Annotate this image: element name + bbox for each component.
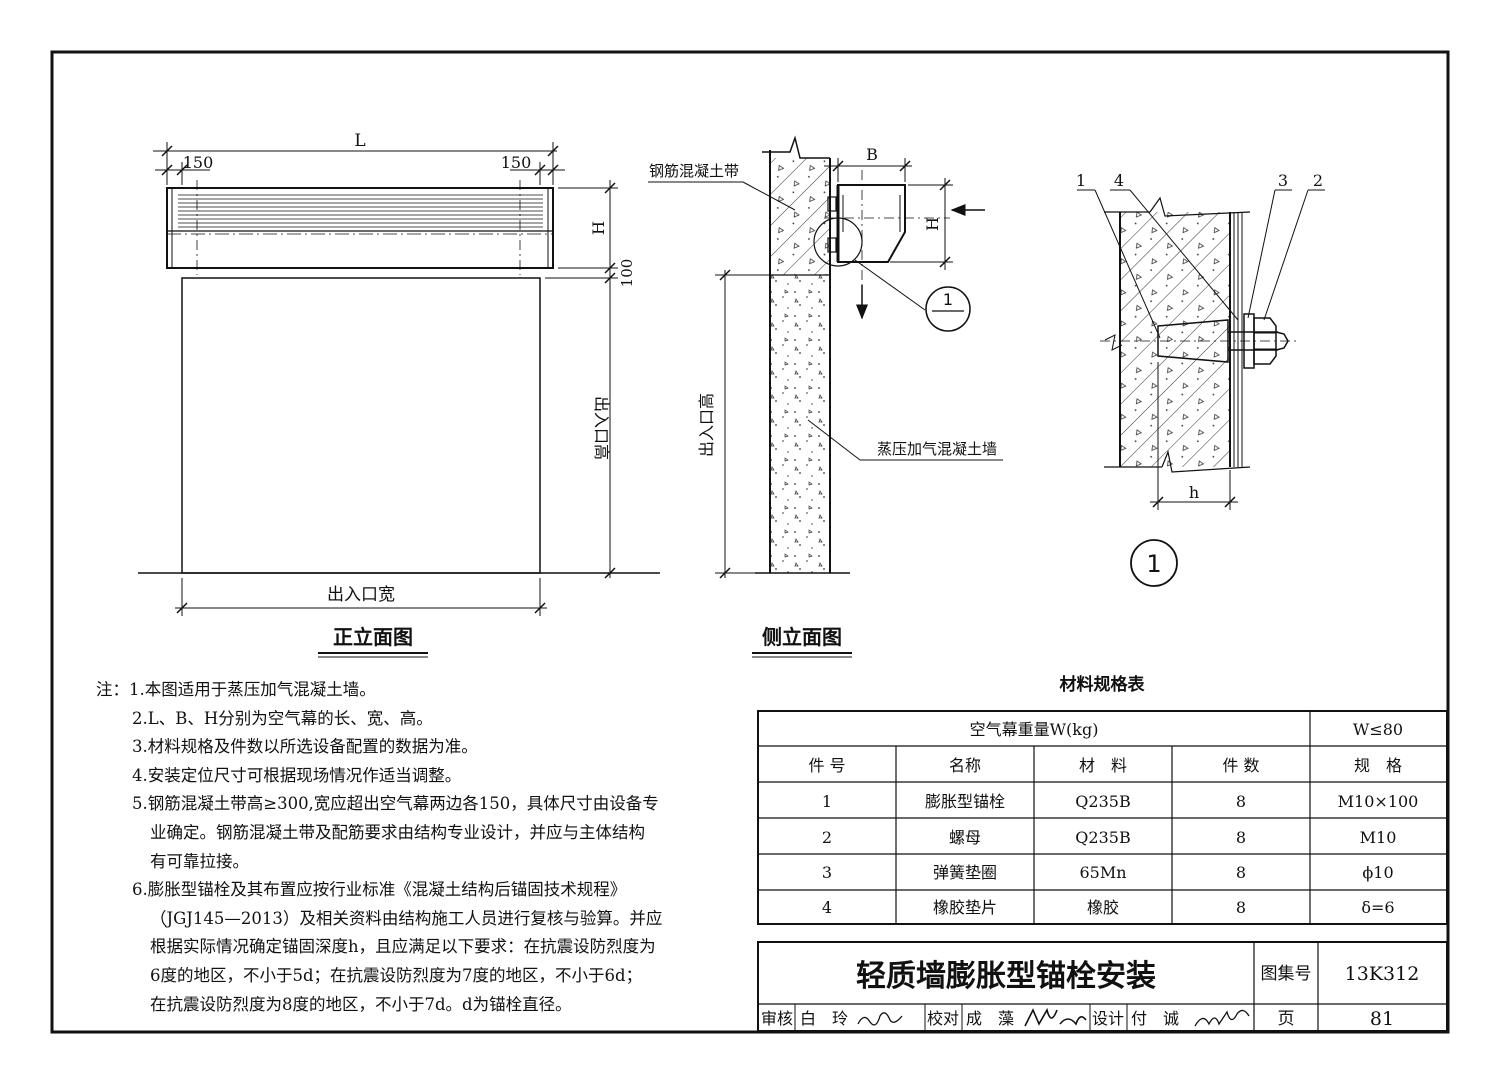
note-line: 业确定。钢筋混凝土带及配筋要求由结构专业设计，并应与主体结构 xyxy=(150,822,645,842)
table-cell: 8 xyxy=(1236,863,1246,882)
note-line: 注：1.本图适用于蒸压加气混凝土墙。 xyxy=(96,680,376,699)
design-name: 付 诚 xyxy=(1131,1009,1179,1028)
atlas-label: 图集号 xyxy=(1261,964,1312,984)
material-table-title: 材料规格表 xyxy=(1060,674,1146,695)
side-dim-H: H xyxy=(923,217,942,231)
table-cell: δ=6 xyxy=(1361,898,1394,917)
note-line: 2.L、B、H分别为空气幕的长、宽、高。 xyxy=(132,708,433,728)
weight-value: W≤80 xyxy=(1353,720,1403,739)
table-cell: Q235B xyxy=(1075,792,1130,811)
note-line: （JGJ145—2013）及相关资料由结构施工人员进行复核与验算。并应 xyxy=(150,908,663,928)
expansion-anchor xyxy=(1157,319,1229,363)
weight-label: 空气幕重量W(kg) xyxy=(970,720,1099,739)
label-rc-band: 钢筋混凝土带 xyxy=(649,162,739,180)
table-cell: Q235B xyxy=(1075,828,1130,847)
dim-width-label: 出入口宽 xyxy=(327,585,395,605)
note-line: 5.钢筋混凝土带高≥300,宽应超出空气幕两边各150，具体尺寸由设备专 xyxy=(132,794,659,814)
table-cell: M10 xyxy=(1360,828,1397,847)
dim-150-right: 150 xyxy=(501,153,532,172)
dim-L-label: L xyxy=(354,131,365,151)
note-line: 根据实际情况确定锚固深度h，且应满足以下要求：在抗震设防烈度为 xyxy=(150,937,656,957)
notes-block: 注：1.本图适用于蒸压加气混凝土墙。 2.L、B、H分别为空气幕的长、宽、高。 … xyxy=(96,676,696,1019)
door-opening xyxy=(181,277,541,574)
side-callout-number: 1 xyxy=(943,290,953,309)
detail-callout-circle xyxy=(813,217,863,267)
page-value: 81 xyxy=(1370,1008,1394,1030)
table-cell: 1 xyxy=(822,792,832,811)
dim-150-left: 150 xyxy=(183,153,214,172)
air-curtain-grille xyxy=(178,194,543,228)
header-quantity: 件 数 xyxy=(1222,756,1259,775)
table-cell: 8 xyxy=(1236,792,1246,811)
table-cell: 膨胀型锚栓 xyxy=(925,792,1005,811)
side-view-title: 侧立面图 xyxy=(762,625,842,649)
check-label: 校对 xyxy=(927,1009,959,1028)
signature-review xyxy=(857,1012,903,1026)
side-elevation xyxy=(648,135,1003,579)
table-cell: 2 xyxy=(822,828,832,847)
table-cell: ϕ10 xyxy=(1362,863,1393,882)
table-cell: 橡胶 xyxy=(1087,898,1119,917)
table-cell: 8 xyxy=(1236,828,1246,847)
table-cell: 弹簧垫圈 xyxy=(933,863,997,882)
side-dim-height: 出入口高 xyxy=(697,393,716,457)
header-part-no: 件 号 xyxy=(808,756,845,775)
air-curtain-front xyxy=(166,187,554,269)
detail-label-1: 1 xyxy=(1076,171,1086,190)
air-curtain-side xyxy=(837,184,906,263)
detail-dim-h: h xyxy=(1189,483,1199,502)
note-line: 有可靠拉接。 xyxy=(150,851,249,871)
note-line: 在抗震设防烈度为8度的地区，不小于7d。d为锚栓直径。 xyxy=(150,994,572,1014)
header-name: 名称 xyxy=(949,756,981,775)
header-material: 材 料 xyxy=(1079,756,1127,775)
label-aac-wall: 蒸压加气混凝土墙 xyxy=(877,440,997,458)
atlas-value: 13K312 xyxy=(1345,963,1420,985)
detail-label-3: 3 xyxy=(1278,171,1288,190)
front-view-title: 正立面图 xyxy=(333,625,413,649)
side-dim-B: B xyxy=(866,145,878,164)
signature-check xyxy=(1024,1007,1087,1027)
table-cell: 4 xyxy=(822,898,832,917)
table-cell: 螺母 xyxy=(949,828,981,847)
table-cell: M10×100 xyxy=(1338,792,1419,811)
table-cell: 橡胶垫片 xyxy=(933,898,997,917)
note-line: 4.安装定位尺寸可根据现场情况作适当调整。 xyxy=(132,765,462,785)
anchor-detail xyxy=(1077,189,1325,587)
table-cell: 8 xyxy=(1236,898,1246,917)
note-line: 6度的地区，不小于5d；在抗震设防烈度为7度的地区，不小于6d； xyxy=(150,965,643,985)
detail-number: 1 xyxy=(1146,550,1161,578)
nut xyxy=(1253,317,1277,365)
review-name: 白 玲 xyxy=(800,1009,848,1028)
table-cell: 3 xyxy=(822,863,832,882)
dim-height-label: 出入口高 xyxy=(592,396,611,460)
check-name: 成 藻 xyxy=(966,1009,1014,1028)
dim-H-label: H xyxy=(589,221,608,235)
note-line: 6.膨胀型锚栓及其布置应按行业标准《混凝土结构后锚固技术规程》 xyxy=(132,880,627,900)
title-block xyxy=(757,941,1448,1032)
detail-label-4: 4 xyxy=(1114,171,1124,190)
signature-design xyxy=(1194,1009,1250,1027)
drawing-title: 轻质墙膨胀型锚栓安装 xyxy=(856,959,1156,994)
dim-100-label: 100 xyxy=(618,259,636,288)
review-label: 审核 xyxy=(761,1009,793,1028)
material-table xyxy=(757,710,1448,925)
detail-label-2: 2 xyxy=(1313,171,1323,190)
sheet-frame xyxy=(50,50,1450,1034)
design-label: 设计 xyxy=(1092,1009,1124,1028)
page-label: 页 xyxy=(1278,1009,1295,1029)
front-elevation xyxy=(138,142,660,616)
note-line: 3.材料规格及件数以所选设备配置的数据为准。 xyxy=(132,737,478,757)
header-spec: 规 格 xyxy=(1354,756,1402,775)
table-cell: 65Mn xyxy=(1079,863,1126,882)
notes-prefix: 注： xyxy=(96,680,129,699)
